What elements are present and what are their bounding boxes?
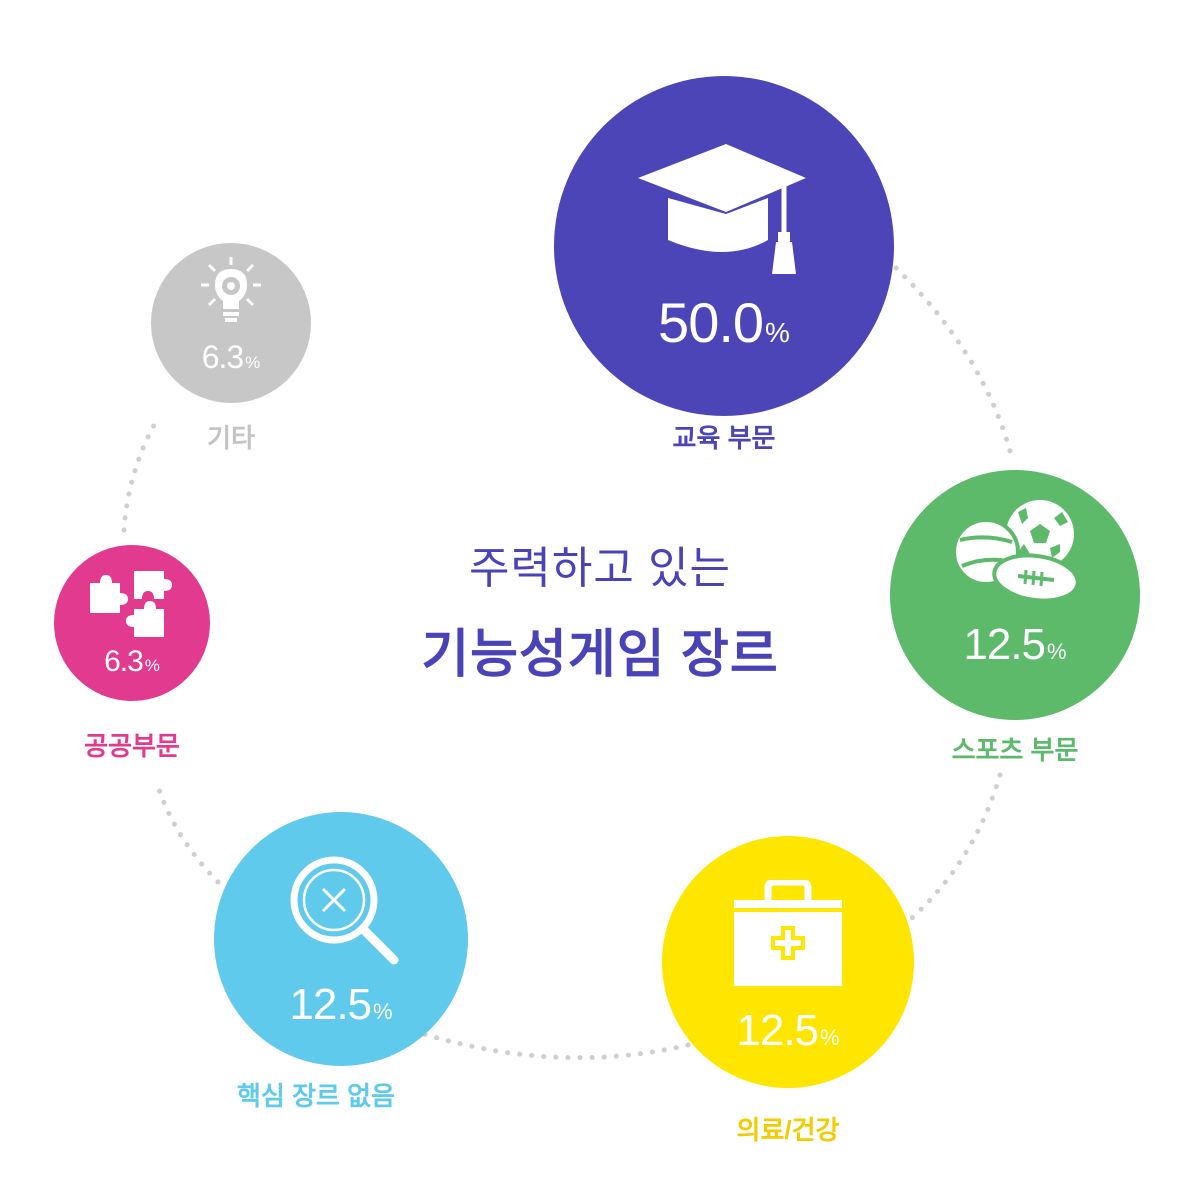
genre-node-other: 6.3% [151, 243, 311, 403]
label-public: 공공부문 [84, 731, 180, 761]
unit: % [765, 317, 790, 348]
value: 6.3 [104, 645, 144, 678]
value: 12.5 [289, 980, 372, 1029]
unit: % [245, 353, 261, 372]
connector-medical-none [421, 1031, 691, 1061]
genre-node-public: 6.3% [54, 545, 210, 701]
connector-sports-medical [909, 772, 1003, 921]
unit: % [820, 1025, 840, 1050]
magnifier-x-icon [290, 856, 399, 965]
value: 50.0 [658, 291, 764, 354]
genre-node-education: 50.0% [554, 76, 894, 416]
unit: % [373, 999, 393, 1024]
medical-kit-icon [734, 880, 842, 986]
label-education: 교육 부문 [672, 423, 776, 453]
genre-node-sports: 12.5% [890, 470, 1140, 720]
sports-balls-icon [952, 500, 1080, 603]
title-line-1: 주력하고 있는 [468, 544, 732, 593]
percent-medical: 12.5% [662, 1006, 914, 1056]
genre-node-medical: 12.5% [662, 836, 914, 1088]
label-none: 핵심 장르 없음 [237, 1081, 395, 1111]
value: 6.3 [201, 339, 244, 375]
unit: % [144, 656, 160, 675]
value: 12.5 [736, 1006, 819, 1055]
lightbulb-gear-icon [201, 257, 261, 322]
graduation-cap-icon [638, 144, 806, 274]
percent-sports: 12.5% [890, 620, 1140, 670]
label-sports: 스포츠 부문 [951, 735, 1079, 765]
percent-other: 6.3% [151, 339, 311, 376]
percent-education: 50.0% [554, 290, 894, 355]
label-medical: 의료/건강 [736, 1115, 840, 1145]
genre-node-none: 12.5% [214, 812, 468, 1066]
connector-education-sports [893, 265, 1015, 461]
value: 12.5 [963, 620, 1046, 669]
connector-public-other [121, 415, 161, 533]
percent-none: 12.5% [214, 980, 468, 1030]
unit: % [1047, 639, 1067, 664]
label-other: 기타 [207, 423, 255, 453]
puzzle-pieces-icon [90, 571, 172, 637]
connector-none-public [153, 777, 221, 885]
percent-public: 6.3% [54, 645, 210, 679]
title-line-2: 기능성게임 장르 [421, 626, 779, 684]
